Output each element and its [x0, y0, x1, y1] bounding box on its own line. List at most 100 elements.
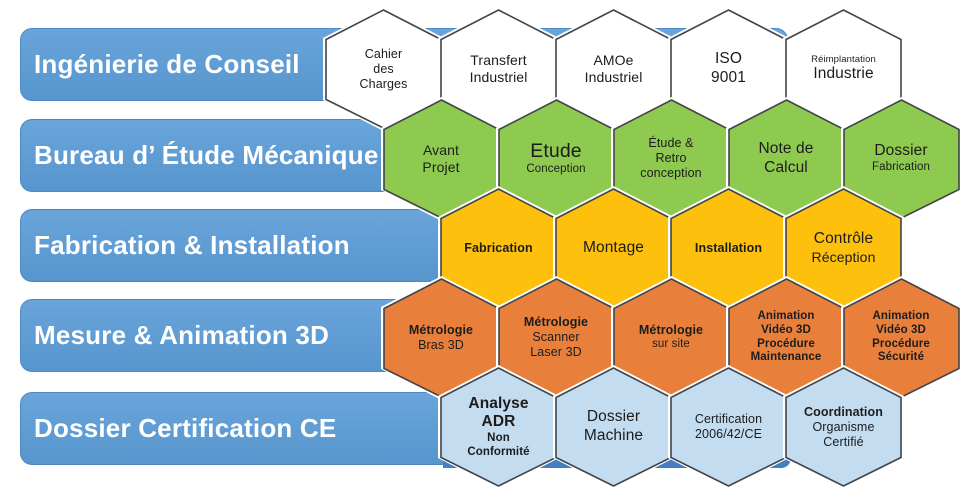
hexagon-label-line: Fabrication [464, 240, 533, 255]
hexagon-label-line: Industriel [469, 69, 528, 85]
hexagon-label-line: Scanner [532, 330, 580, 344]
hexagon-label-line: Fabrication [872, 160, 930, 173]
service-hexagon: Montage [553, 186, 674, 310]
hexagon-label-line: Calcul [764, 158, 808, 176]
hexagon-label-line: Analyse [468, 394, 529, 412]
hexagon-shape-icon [783, 365, 904, 489]
hexagon-label-line: Cahier [364, 46, 403, 61]
hexagon-label-line: Étude & [648, 136, 694, 150]
hexagon-shape-icon [668, 365, 789, 489]
hexagon-label-line: Vidéo 3D [761, 323, 811, 336]
hexagon-shape-icon [553, 365, 674, 489]
hexagon-label-line: Organisme [812, 419, 875, 434]
hexagon-shape-icon [323, 7, 444, 131]
hexagon-label-line: Réception [811, 248, 876, 265]
hexagon-shape-icon [725, 96, 847, 221]
hexagon-label-line: Laser 3D [530, 345, 582, 359]
hexagon-label-line: Industriel [584, 69, 643, 85]
category-label: Mesure & Animation 3D [34, 320, 330, 350]
hexagon-label-line: Etude [530, 139, 582, 162]
hexagon-label-line: Procédure [872, 337, 930, 350]
hexagon-label-line: Montage [582, 238, 645, 256]
hexagon-label-line: 2006/42/CE [694, 427, 763, 441]
hexagon-label-line: ADR [481, 413, 516, 431]
hexagon-label-line: Sécurité [877, 351, 925, 364]
hexagon-shape-icon [553, 186, 674, 310]
hexagon-label-line: Certification [694, 412, 763, 426]
hexagon-label-line: Coordination [804, 404, 883, 419]
hexagon-shape-icon [610, 275, 732, 400]
hexagon-label-line: ISO [714, 50, 742, 68]
hexagon-shape-icon [783, 7, 904, 131]
hexagon-label: Fabrication [438, 186, 559, 310]
hexagon-shape-icon [380, 96, 502, 221]
hexagon-label-line: Vidéo 3D [876, 323, 926, 336]
hexagon-label-line: des [373, 61, 394, 76]
hexagon-label-line: Machine [583, 427, 644, 444]
hexagon-label-line: Maintenance [750, 351, 822, 364]
hexagon-label: Montage [553, 186, 674, 310]
hexagon-label-line: Métrologie [408, 322, 474, 337]
hexagon-label-line: Transfert [470, 52, 527, 69]
hexagon-label-line: Retro [655, 151, 687, 165]
hexagon-label-line: Métrologie [638, 323, 704, 338]
hexagon-label-line: Projet [422, 158, 460, 175]
hexagon-shape-icon [783, 186, 904, 310]
hexagon-label-line: sur site [652, 338, 690, 351]
hexagon-label-line: conception [640, 166, 702, 180]
hexagon-label-line: Métrologie [523, 315, 589, 329]
hexagon-shape-icon [438, 7, 559, 131]
category-label: Ingénierie de Conseil [34, 49, 300, 79]
hexagon-label-line: Conformité [467, 445, 530, 458]
hexagon-label-line: Charges [359, 76, 408, 91]
category-label: Dossier Certification CE [34, 413, 337, 443]
hexagon-label-line: Bras 3D [418, 337, 464, 352]
category-label: Bureau d’ Étude Mécanique [34, 140, 379, 170]
hexagon-label-line: Réimplantation [811, 54, 876, 65]
hexagon-label-line: 9001 [711, 69, 746, 86]
service-hexagon: Fabrication [438, 186, 559, 310]
hexagon-label-line: Procédure [757, 337, 815, 350]
hexagon-label-line: Industrie [813, 65, 874, 83]
hexagon-label: Installation [668, 186, 789, 310]
hexagon-label-line: Non [487, 431, 510, 444]
hexagon-shape-icon [840, 275, 962, 400]
hexagon-shape-icon [438, 186, 559, 310]
hexagon-shape-icon [610, 96, 732, 221]
category-label: Fabrication & Installation [34, 230, 350, 260]
hexagon-label-line: Contrôle [813, 230, 874, 248]
hexagon-label-line: Animation [872, 309, 930, 322]
